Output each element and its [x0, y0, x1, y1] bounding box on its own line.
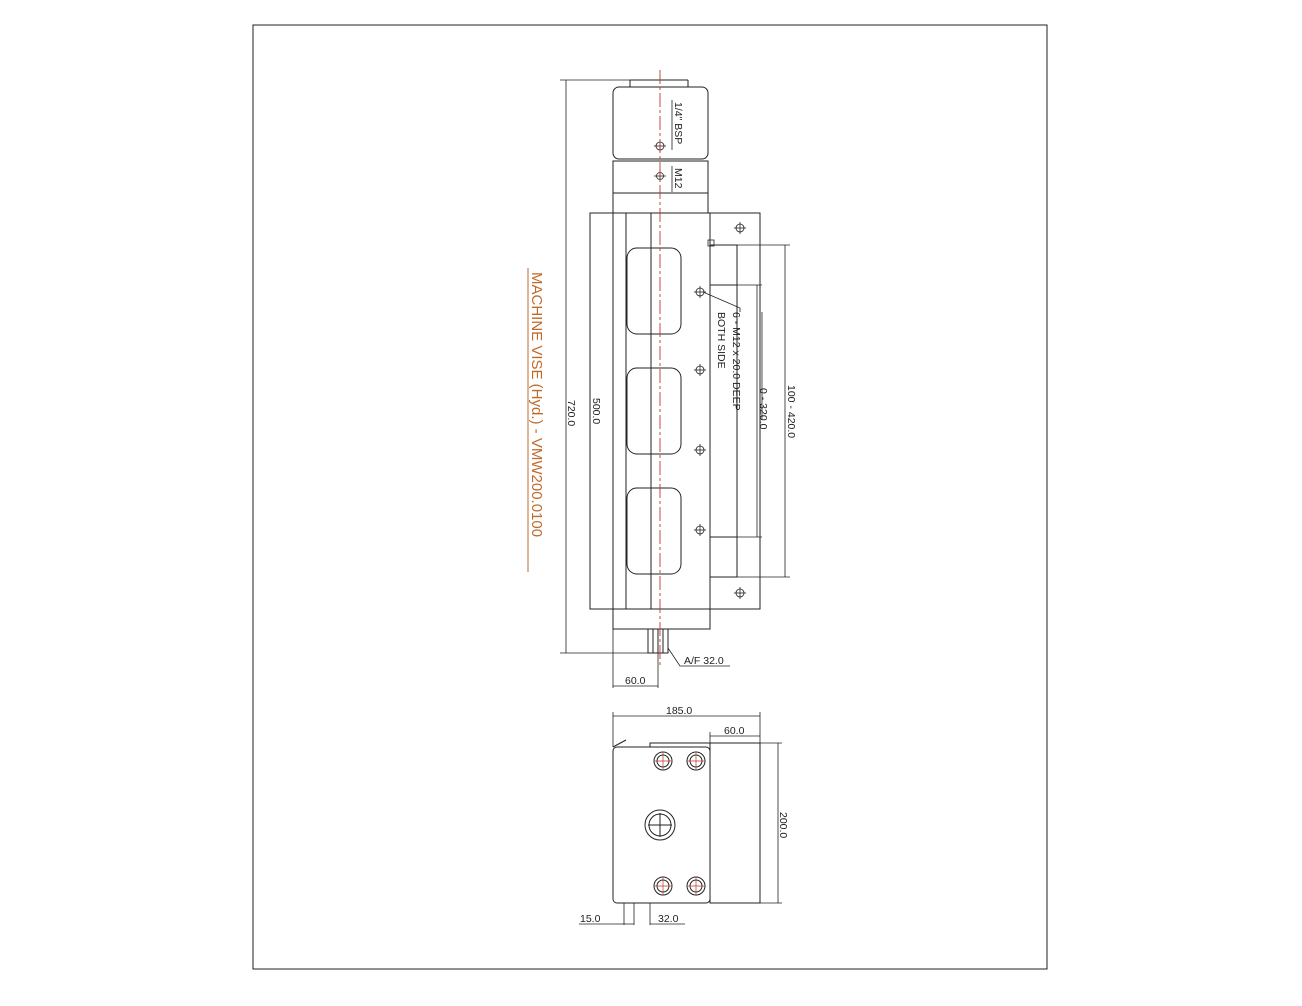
dim-body-length: 500.0: [590, 398, 602, 424]
dim-width: 185.0: [666, 705, 692, 717]
top-view-dimensions: [560, 79, 790, 688]
dim-jaw-width: 60.0: [724, 725, 745, 737]
dim-total-length: 720.0: [565, 400, 577, 426]
drawing-border: [252, 24, 1048, 970]
dim-opening: 100 - 420.0: [785, 385, 797, 438]
label-holes-side: BOTH SIDE: [715, 312, 727, 369]
label-holes-note: 6 - M12 x 20.0 DEEP: [730, 312, 742, 411]
dim-af: A/F 32.0: [684, 655, 724, 667]
label-port: 1/4" BSP: [672, 102, 684, 144]
side-view-centerlines: [654, 752, 705, 895]
label-port-thread: M12: [672, 168, 684, 189]
dim-stroke: 0 - 320.0: [757, 388, 769, 430]
dim-height: 200.0: [777, 812, 789, 838]
side-view-dimensions: [579, 712, 782, 925]
side-view: [612, 739, 761, 904]
dim-bore-offset: 32.0: [658, 913, 679, 925]
top-view: [589, 79, 761, 654]
drawing-title: MACHINE VISE (Hyd.) - VMW200.0100: [528, 272, 545, 537]
dim-bottom-offset: 60.0: [625, 675, 646, 687]
dim-left-offset: 15.0: [580, 913, 601, 925]
